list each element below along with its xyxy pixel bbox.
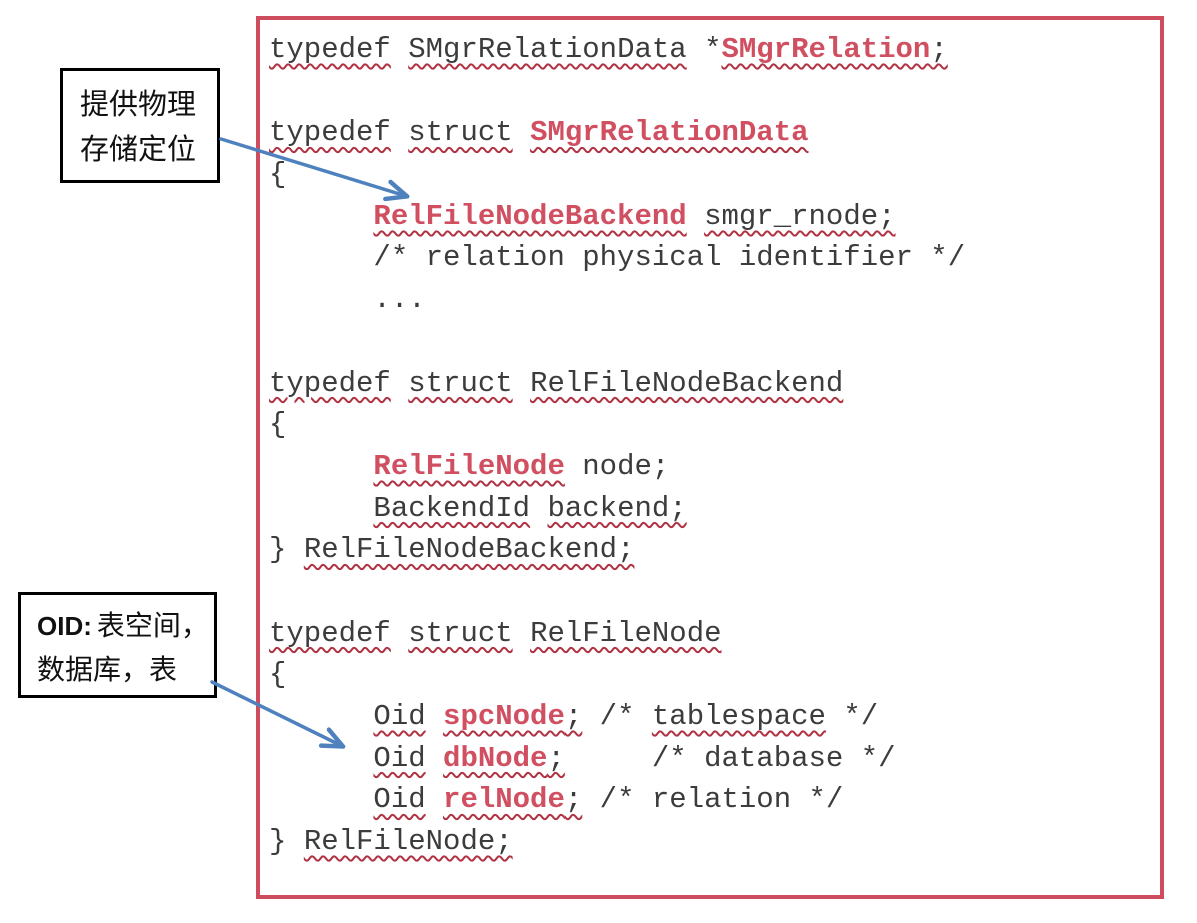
- code-token: [391, 116, 408, 149]
- code-token: typedef: [269, 33, 391, 66]
- code-line: ...: [269, 279, 1156, 321]
- code-token-highlight: spcNode: [443, 700, 565, 733]
- code-token: /*: [582, 700, 652, 733]
- code-token: Oid: [373, 700, 426, 733]
- code-line: [269, 321, 1156, 363]
- code-token: struct: [408, 366, 513, 400]
- code-token: struct: [408, 116, 513, 150]
- code-token: [391, 33, 408, 66]
- annotation-line: 数据库，表: [37, 653, 178, 686]
- code-token: RelFileNodeBackend;: [303, 533, 635, 567]
- code-block: typedef SMgrRelationData *SMgrRelation; …: [269, 29, 1156, 863]
- code-token: [391, 617, 408, 650]
- code-token: *: [686, 33, 722, 66]
- code-token: [269, 700, 373, 733]
- code-token-highlight: SMgrRelationData: [530, 116, 809, 150]
- annotation-line: 提供物理: [80, 87, 197, 121]
- code-token: [513, 367, 530, 400]
- code-token: ;: [547, 741, 565, 775]
- code-token: BackendId: [373, 491, 531, 525]
- code-token: }: [269, 825, 304, 859]
- oid-label: OID:: [37, 611, 92, 641]
- code-token: [269, 783, 373, 816]
- annotation-box-physical-storage: 提供物理 存储定位: [60, 68, 220, 183]
- code-line: RelFileNodeBackend smgr_rnode;: [269, 196, 1156, 238]
- code-token: Oid: [373, 741, 426, 775]
- code-token-highlight: SMgrRelation: [721, 33, 931, 66]
- code-token: [269, 450, 373, 483]
- code-token: */: [825, 700, 879, 733]
- code-line: Oid spcNode; /* tablespace */: [269, 696, 1156, 738]
- code-line: typedef SMgrRelationData *SMgrRelation;: [269, 29, 1156, 71]
- code-token-highlight: RelFileNodeBackend: [373, 199, 687, 233]
- code-token: ;: [564, 700, 583, 733]
- code-line: /* relation physical identifier */: [269, 237, 1156, 279]
- code-token: typedef: [269, 366, 391, 400]
- code-token-highlight: RelFileNode: [373, 449, 565, 483]
- code-token: RelFileNode: [530, 616, 722, 650]
- code-line: RelFileNode node;: [269, 446, 1156, 488]
- code-token: {: [269, 158, 287, 192]
- code-token: {: [269, 408, 287, 442]
- code-line: } RelFileNodeBackend;: [269, 529, 1156, 571]
- code-token: [687, 200, 704, 233]
- code-token: ;: [564, 783, 583, 817]
- code-token: [269, 492, 373, 525]
- code-line: BackendId backend;: [269, 488, 1156, 530]
- code-line: [269, 571, 1156, 613]
- code-token: /* database */: [564, 741, 896, 775]
- code-token: [391, 367, 408, 400]
- code-line: Oid relNode; /* relation */: [269, 779, 1156, 821]
- code-token: smgr_rnode;: [704, 199, 896, 233]
- code-line: typedef struct SMgrRelationData: [269, 112, 1156, 154]
- code-token: [513, 617, 530, 650]
- code-token: [426, 783, 443, 816]
- code-line: typedef struct RelFileNodeBackend: [269, 363, 1156, 405]
- code-line: {: [269, 404, 1156, 446]
- annotation-box-oid: OID:表空间， 数据库，表: [18, 592, 217, 698]
- code-token: typedef: [269, 116, 391, 150]
- code-token: [530, 492, 547, 525]
- code-token: [426, 700, 443, 733]
- code-token: SMgrRelationData: [408, 33, 687, 66]
- code-token: [269, 742, 373, 775]
- annotation-line: OID:表空间，: [37, 604, 214, 648]
- code-token: node;: [564, 449, 670, 483]
- code-token: RelFileNode;: [303, 825, 513, 859]
- code-token: [513, 116, 530, 149]
- code-token: backend;: [547, 491, 687, 525]
- code-line: } RelFileNode;: [269, 821, 1156, 863]
- code-token: tablespace: [651, 700, 826, 733]
- code-panel: typedef SMgrRelationData *SMgrRelation; …: [256, 16, 1164, 899]
- code-token: [269, 200, 373, 233]
- code-token: [426, 742, 443, 775]
- code-token: }: [269, 533, 304, 567]
- code-token: /* relation */: [582, 783, 844, 817]
- code-token: ;: [930, 33, 948, 66]
- code-token: ...: [269, 283, 426, 317]
- code-token: /* relation physical identifier */: [269, 241, 966, 275]
- code-token: typedef: [269, 616, 391, 650]
- code-line: {: [269, 154, 1156, 196]
- code-line: {: [269, 654, 1156, 696]
- code-line: typedef struct RelFileNode: [269, 613, 1156, 655]
- code-line: [269, 71, 1156, 113]
- code-token: RelFileNodeBackend: [530, 366, 844, 400]
- code-token: Oid: [373, 783, 426, 817]
- code-token-highlight: relNode: [443, 783, 565, 817]
- code-token-highlight: dbNode: [443, 741, 548, 775]
- annotation-line-text: 表空间，: [96, 609, 209, 642]
- code-line: Oid dbNode; /* database */: [269, 738, 1156, 780]
- annotation-line: 存储定位: [80, 132, 197, 166]
- code-token: {: [269, 658, 287, 692]
- code-token: struct: [408, 616, 513, 650]
